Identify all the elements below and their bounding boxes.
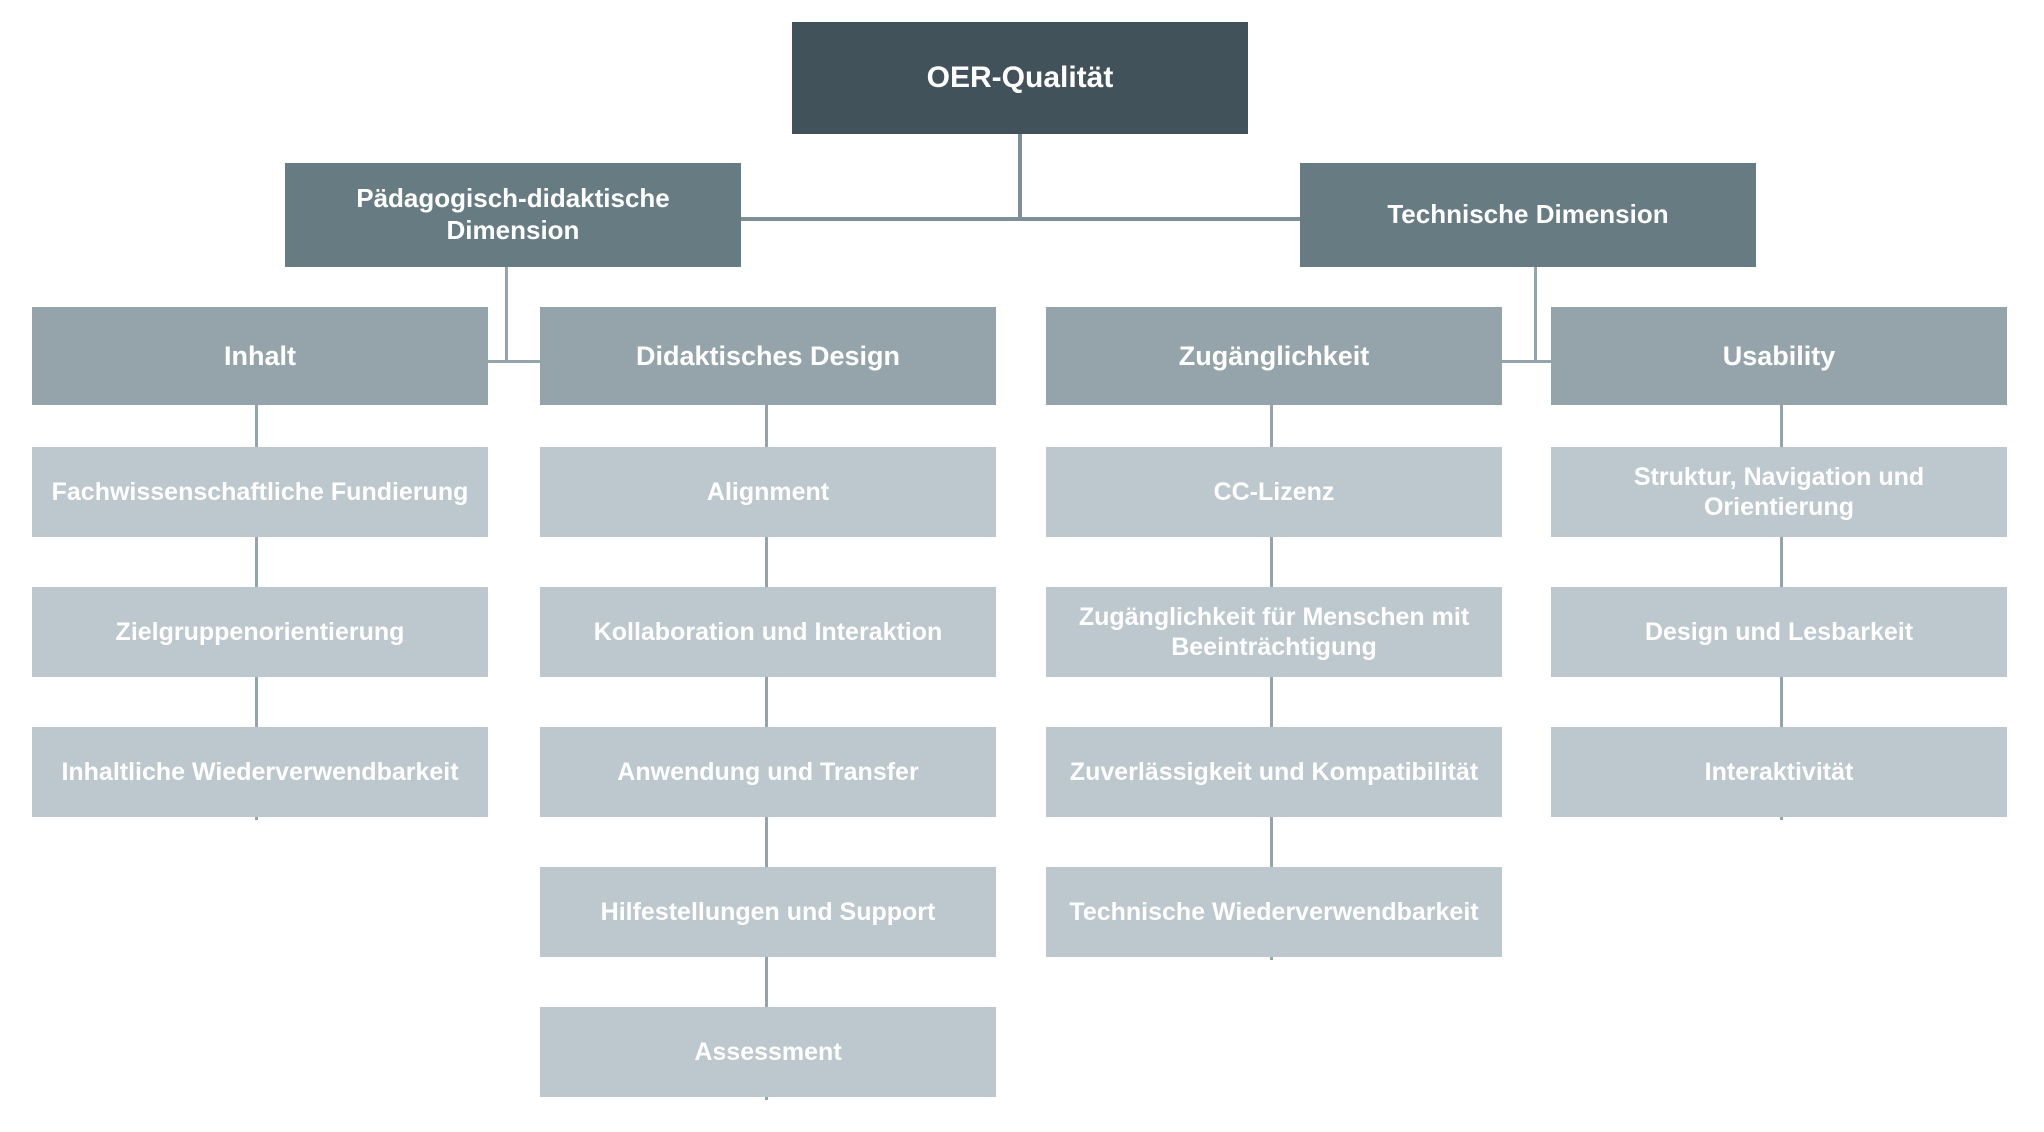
node-label: Assessment — [694, 1037, 842, 1066]
node-criterion-kollaboration-und-interaktion[interactable]: Kollaboration und Interaktion — [540, 587, 996, 677]
node-criterion-design-und-lesbarkeit[interactable]: Design und Lesbarkeit — [1551, 587, 2007, 677]
node-category-inhalt[interactable]: Inhalt — [32, 307, 488, 405]
node-criterion-assessment[interactable]: Assessment — [540, 1007, 996, 1097]
node-label: Technische Dimension — [1387, 199, 1669, 230]
node-label: Pädagogisch-didaktische Dimension — [356, 183, 670, 245]
node-criterion-alignment[interactable]: Alignment — [540, 447, 996, 537]
connector-column-zugaenglichkeit — [1270, 400, 1273, 960]
node-category-usability[interactable]: Usability — [1551, 307, 2007, 405]
connector-pedagogical-split — [255, 360, 795, 363]
node-criterion-inhaltliche-wiederverwendbarkeit[interactable]: Inhaltliche Wiederverwendbarkeit — [32, 727, 488, 817]
connector-root-down — [1018, 134, 1022, 220]
node-label: Inhalt — [224, 340, 296, 371]
node-label: Inhaltliche Wiederverwendbarkeit — [61, 757, 459, 786]
node-label: Didaktisches Design — [635, 340, 901, 371]
node-criterion-fachwissenschaftliche-fundierung[interactable]: Fachwissenschaftliche Fundierung — [32, 447, 488, 537]
node-dimension-paedagogisch-didaktisch[interactable]: Pädagogisch-didaktische Dimension — [285, 163, 741, 267]
connector-dimensions-horizontal — [735, 217, 1305, 221]
node-label: Kollaboration und Interaktion — [593, 617, 943, 646]
node-label: OER-Qualität — [926, 60, 1114, 94]
node-criterion-anwendung-und-transfer[interactable]: Anwendung und Transfer — [540, 727, 996, 817]
node-criterion-zuverlaessigkeit-und-kompatibilitaet[interactable]: Zuverlässigkeit und Kompatibilität — [1046, 727, 1502, 817]
node-label: Zugänglichkeit — [1178, 340, 1370, 371]
node-criterion-zielgruppenorientierung[interactable]: Zielgruppenorientierung — [32, 587, 488, 677]
node-root-oer-qualitaet[interactable]: OER-Qualität — [792, 22, 1248, 134]
node-label: Struktur, Navigation und Orientierung — [1633, 462, 1925, 522]
node-criterion-hilfestellungen-und-support[interactable]: Hilfestellungen und Support — [540, 867, 996, 957]
node-label: Alignment — [706, 477, 830, 506]
connector-technical-split — [1270, 360, 1815, 363]
node-label: Hilfestellungen und Support — [600, 897, 936, 926]
node-criterion-zugaenglichkeit-beeintraechtigung[interactable]: Zugänglichkeit für Menschen mit Beeinträ… — [1046, 587, 1502, 677]
node-label: CC-Lizenz — [1213, 477, 1335, 506]
connector-technical-down — [1534, 265, 1537, 362]
node-criterion-cc-lizenz[interactable]: CC-Lizenz — [1046, 447, 1502, 537]
node-criterion-technische-wiederverwendbarkeit[interactable]: Technische Wiederverwendbarkeit — [1046, 867, 1502, 957]
node-category-zugaenglichkeit[interactable]: Zugänglichkeit — [1046, 307, 1502, 405]
node-label: Fachwissenschaftliche Fundierung — [51, 477, 469, 506]
node-label: Technische Wiederverwendbarkeit — [1069, 897, 1479, 926]
node-label: Interaktivität — [1704, 757, 1854, 786]
node-label: Zielgruppenorientierung — [115, 617, 405, 646]
node-label: Zuverlässigkeit und Kompatibilität — [1069, 757, 1479, 786]
node-category-didaktisches-design[interactable]: Didaktisches Design — [540, 307, 996, 405]
node-label: Design und Lesbarkeit — [1644, 617, 1914, 646]
node-label: Zugänglichkeit für Menschen mit Beeinträ… — [1078, 602, 1470, 662]
node-label: Anwendung und Transfer — [617, 757, 919, 786]
node-criterion-interaktivitaet[interactable]: Interaktivität — [1551, 727, 2007, 817]
node-criterion-struktur-navigation-orientierung[interactable]: Struktur, Navigation und Orientierung — [1551, 447, 2007, 537]
connector-pedagogical-down — [505, 265, 508, 362]
node-dimension-technisch[interactable]: Technische Dimension — [1300, 163, 1756, 267]
node-label: Usability — [1722, 340, 1836, 371]
